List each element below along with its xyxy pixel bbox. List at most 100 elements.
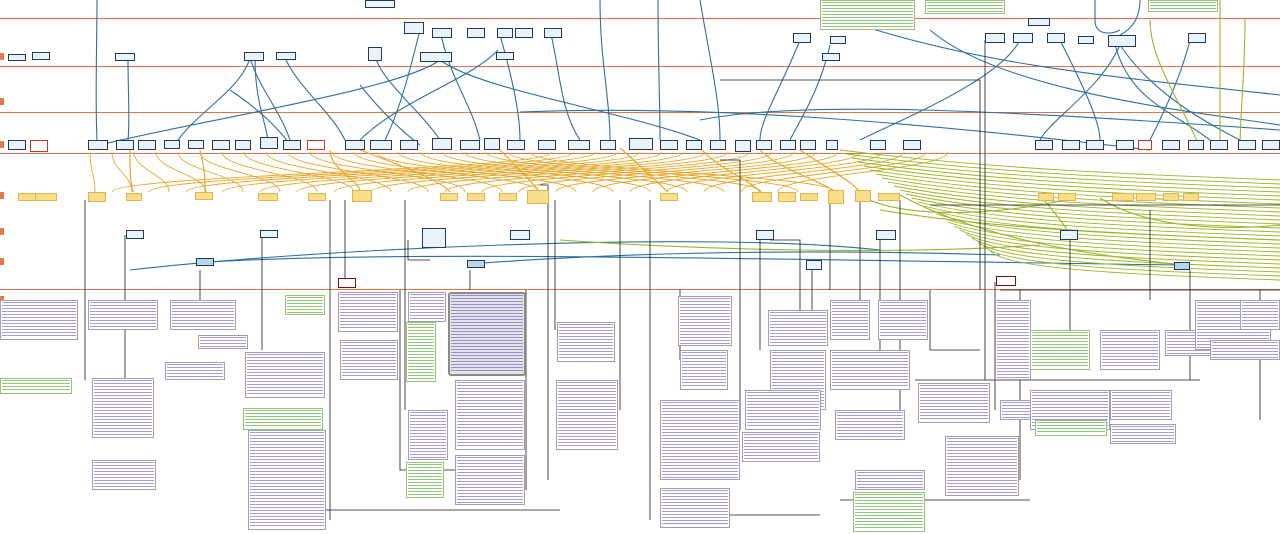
node-sub-6[interactable] [1060,230,1078,240]
node-stage-34[interactable] [1062,140,1080,150]
node-upper-2[interactable] [115,53,135,61]
node-top[interactable] [1028,18,1050,26]
node-stage-13[interactable] [370,140,392,150]
node-upper-21[interactable] [1108,35,1136,47]
node-stage-36[interactable] [1116,140,1134,150]
node-stage-23[interactable] [660,140,678,150]
node-stage-6[interactable] [188,140,204,149]
node-stage-7[interactable] [212,140,230,150]
node-stage-39[interactable] [1188,140,1204,150]
node-process-24[interactable] [1183,193,1199,201]
node-process-5[interactable] [258,193,278,201]
node-end-0[interactable] [338,278,356,288]
node-process-2[interactable] [88,192,106,202]
node-process-12[interactable] [660,193,678,201]
node-upper-8[interactable] [467,28,485,38]
node-upper-6[interactable] [404,22,424,34]
node-end-1[interactable] [996,276,1016,286]
node-process-18[interactable] [878,193,900,201]
node-process-13[interactable] [752,192,772,202]
node-process-22[interactable] [1136,193,1156,201]
node-process-16[interactable] [828,190,844,204]
node-stage-3[interactable] [116,140,134,150]
node-sub-2[interactable] [422,228,446,248]
node-upper-19[interactable] [1047,33,1065,43]
node-stage-29[interactable] [800,140,816,150]
node-upper-11[interactable] [544,28,562,38]
node-stage-11[interactable] [307,140,325,150]
node-upper-5[interactable] [368,47,382,61]
node-stage-9[interactable] [260,137,278,149]
node-upper-1[interactable] [32,52,50,60]
node-stage-27[interactable] [756,140,772,150]
node-upper-14[interactable] [793,33,811,43]
node-stage-4[interactable] [138,140,156,150]
node-process-19[interactable] [1038,193,1054,201]
node-stage-0[interactable] [8,140,26,150]
node-stage-42[interactable] [1262,140,1280,150]
node-stage-18[interactable] [507,140,525,150]
node-stage-5[interactable] [164,140,180,149]
node-stage-37[interactable] [1138,140,1152,150]
node-process-0[interactable] [18,193,36,201]
node-gateway-1[interactable] [467,260,485,268]
node-upper-4[interactable] [276,52,296,60]
node-stage-16[interactable] [460,140,480,150]
node-process-20[interactable] [1058,193,1076,201]
node-stage-31[interactable] [870,140,886,150]
node-upper-9[interactable] [497,28,513,38]
node-process-15[interactable] [800,193,818,201]
node-upper-3[interactable] [244,52,264,61]
node-process-3[interactable] [126,193,142,201]
node-process-21[interactable] [1112,193,1134,201]
node-stage-14[interactable] [400,140,418,150]
node-stage-20[interactable] [568,140,590,150]
node-stage-19[interactable] [538,140,556,150]
node-sub-4[interactable] [756,230,774,240]
node-stage-1[interactable] [30,140,48,152]
node-stage-28[interactable] [780,140,796,150]
node-upper-20[interactable] [1078,36,1094,44]
node-stage-15[interactable] [432,138,452,150]
node-upper-0[interactable] [8,54,26,61]
node-stage-30[interactable] [826,140,838,150]
node-process-17[interactable] [855,190,871,202]
node-stage-8[interactable] [235,140,251,150]
node-stage-22[interactable] [629,138,653,150]
node-upper-15[interactable] [830,36,846,44]
node-process-23[interactable] [1163,193,1179,201]
node-gateway-0[interactable] [196,258,214,266]
node-process-14[interactable] [778,192,796,202]
node-stage-26[interactable] [735,140,751,152]
node-stage-35[interactable] [1086,140,1104,150]
node-upper-7[interactable] [432,28,452,38]
node-stage-2[interactable] [88,140,108,150]
node-sub-0[interactable] [126,230,144,239]
node-gateway-2[interactable] [1174,262,1190,270]
node-sub-3[interactable] [510,230,530,240]
node-process-7[interactable] [352,190,372,202]
node-upper-16[interactable] [822,53,840,61]
node-stage-38[interactable] [1162,140,1180,150]
node-sub-5[interactable] [876,230,896,240]
node-stage-25[interactable] [710,140,726,150]
node-upper-22[interactable] [1188,33,1206,43]
node-process-8[interactable] [440,193,458,201]
node-process-1[interactable] [35,193,57,201]
node-stage-17[interactable] [484,138,500,150]
node-stage-40[interactable] [1210,140,1228,150]
node-stage-21[interactable] [600,140,616,150]
node-upper-17[interactable] [985,33,1005,43]
node-upper-10[interactable] [515,28,533,38]
node-process-6[interactable] [308,193,326,201]
node-top[interactable] [365,0,395,8]
node-process-4[interactable] [195,192,213,200]
node-stage-12[interactable] [345,140,365,150]
node-upper-18[interactable] [1013,33,1033,43]
node-stage-32[interactable] [903,140,921,150]
node-stage-10[interactable] [283,140,301,150]
node-upper-13[interactable] [496,52,514,60]
node-process-11[interactable] [527,190,549,204]
node-stage-41[interactable] [1238,140,1256,150]
node-process-9[interactable] [467,193,485,201]
